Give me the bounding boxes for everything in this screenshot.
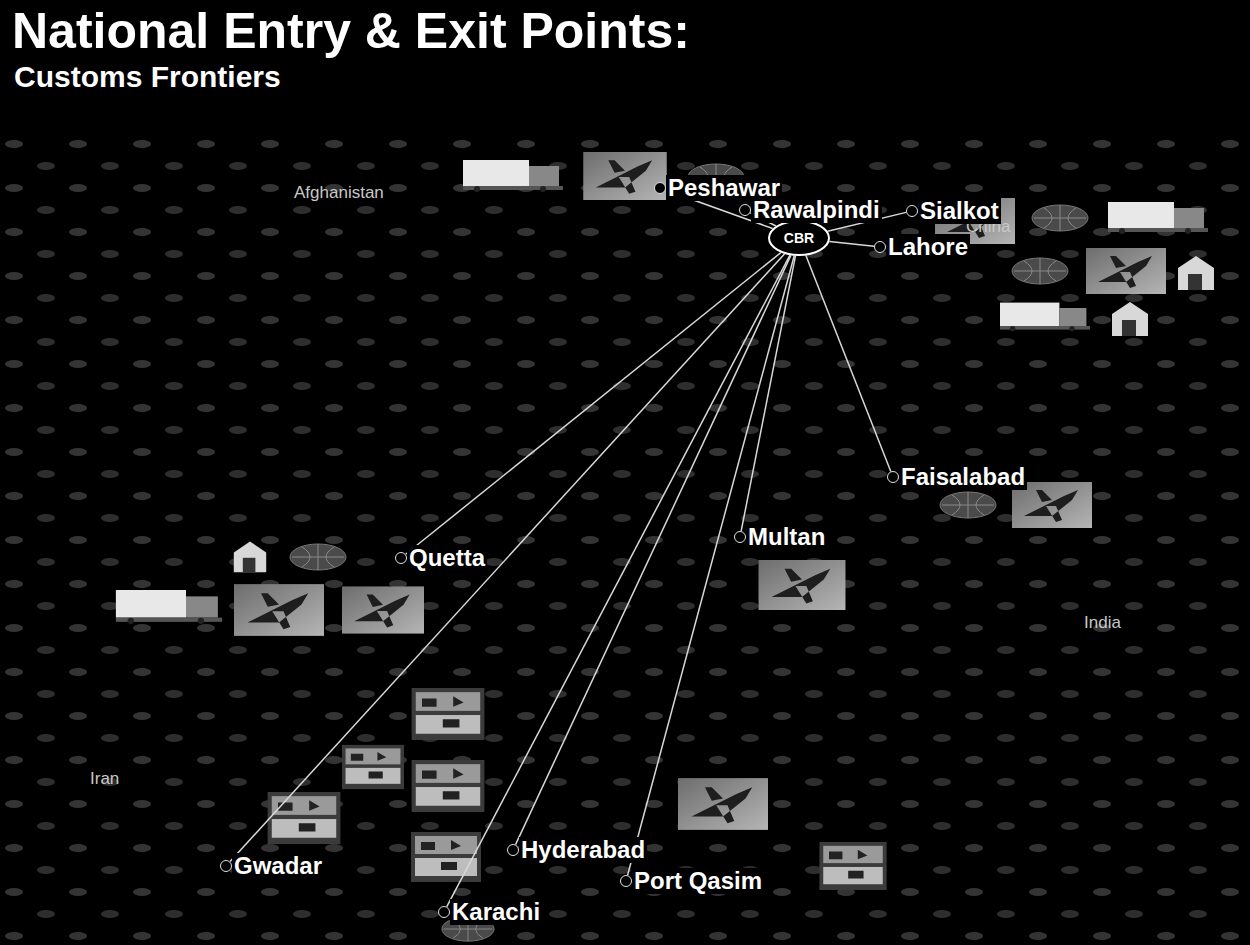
city-node: Port Qasim [620, 868, 764, 894]
connector-line [806, 256, 891, 472]
city-label: Quetta [407, 545, 487, 571]
port-circle [874, 241, 886, 253]
port-circle [887, 471, 899, 483]
node-label: CBR [784, 230, 814, 246]
region-label: Afghanistan [294, 183, 384, 203]
port-circle [438, 906, 450, 918]
city-node: Lahore [874, 234, 970, 260]
city-label: Multan [746, 524, 827, 550]
subtitle: Customs Frontiers [14, 60, 281, 94]
connector-line [406, 253, 781, 555]
port-circle [739, 204, 751, 216]
city-label: Sialkot [918, 198, 1001, 224]
port-circle [395, 552, 407, 564]
connector-line [829, 241, 874, 246]
connector-line [230, 254, 784, 862]
port-circle [507, 844, 519, 856]
city-label: Port Qasim [632, 868, 764, 894]
port-circle [734, 531, 746, 543]
city-label: Hyderabad [519, 837, 647, 863]
port-circle [220, 860, 232, 872]
agency-ellipse: CBR [768, 220, 830, 256]
port-circle [620, 875, 632, 887]
port-circle [906, 205, 918, 217]
city-label: Faisalabad [899, 464, 1027, 490]
city-node: Quetta [395, 545, 487, 571]
city-label: Karachi [450, 899, 542, 925]
city-label: Rawalpindi [751, 197, 882, 223]
city-node: Karachi [438, 899, 542, 925]
city-node: Faisalabad [887, 464, 1027, 490]
city-label: Lahore [886, 234, 970, 260]
city-label: Gwadar [232, 853, 324, 879]
region-label: Iran [90, 769, 119, 789]
city-node: Multan [734, 524, 827, 550]
connector-line [628, 256, 795, 875]
city-node: Hyderabad [507, 837, 647, 863]
city-node: Gwadar [220, 853, 324, 879]
region-label: India [1084, 613, 1121, 633]
city-node: Rawalpindi [739, 197, 882, 223]
port-circle [654, 182, 666, 194]
city-node: Sialkot [906, 198, 1001, 224]
diagram-title: National Entry & Exit Points: [12, 2, 690, 60]
connector-line [447, 255, 790, 906]
